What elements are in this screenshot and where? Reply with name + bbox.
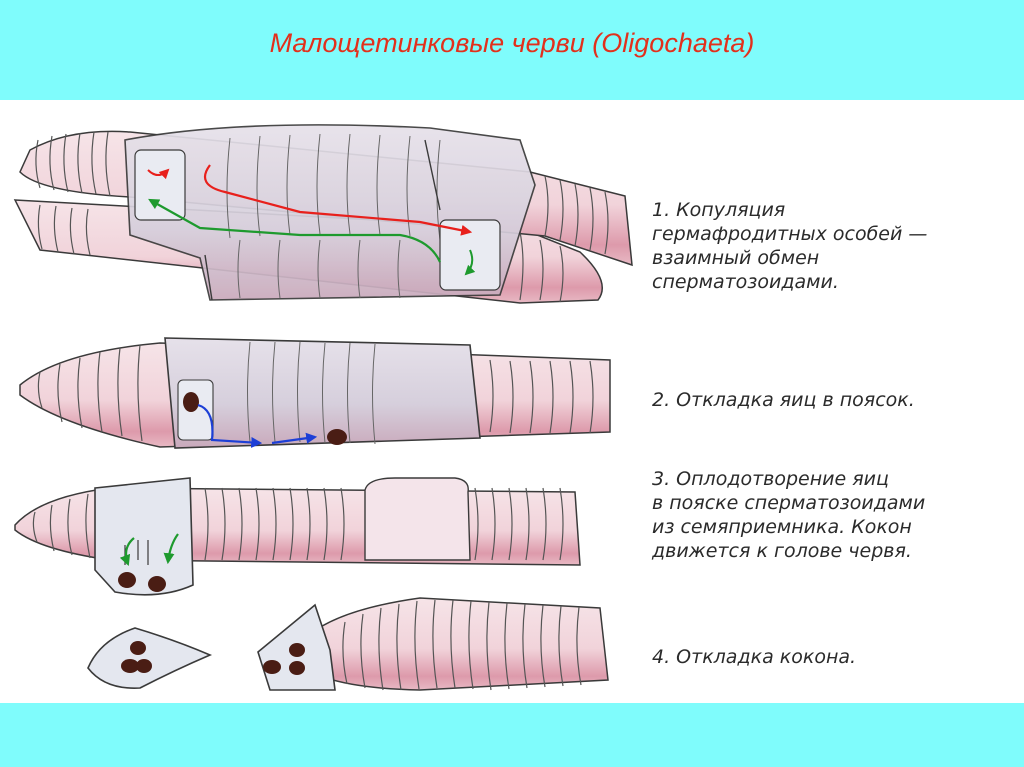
sheath-rings bbox=[226, 133, 441, 299]
footer-band bbox=[0, 703, 1024, 767]
caption-line: 1. Копуляция bbox=[652, 199, 786, 221]
step-4-caption: 4. Откладка кокона. bbox=[652, 645, 856, 669]
stage-3-fertilization bbox=[14, 477, 581, 596]
caption-line: 2. Откладка яиц в поясок. bbox=[652, 389, 915, 411]
egg bbox=[148, 576, 166, 592]
caption-line: гермафродитных особей — bbox=[652, 223, 928, 245]
clitellum-3 bbox=[364, 477, 471, 561]
caption-line: 4. Откладка кокона. bbox=[652, 646, 857, 668]
slide-title: Малощетинковые черви (Oligochaeta) bbox=[269, 28, 755, 58]
caption-line: в пояске сперматозоидами bbox=[652, 492, 926, 514]
egg bbox=[289, 661, 305, 675]
egg bbox=[327, 429, 347, 445]
cocoon bbox=[87, 627, 213, 689]
egg bbox=[289, 643, 305, 657]
caption-line: из семяприемника. Кокон bbox=[652, 516, 912, 538]
egg bbox=[130, 641, 146, 655]
stage-2-egg-laying bbox=[19, 337, 611, 449]
cocoon-forming bbox=[94, 477, 194, 596]
caption-line: движется к голове червя. bbox=[652, 540, 912, 562]
caption-line: взаимный обмен bbox=[652, 247, 820, 269]
stage-1-copulation bbox=[13, 124, 633, 304]
egg bbox=[121, 659, 139, 673]
caption-line: 3. Оплодотворение яиц bbox=[652, 468, 889, 490]
egg-path-blue bbox=[197, 403, 263, 448]
header-band: Малощетинковые черви (Oligochaeta) bbox=[0, 0, 1024, 100]
egg bbox=[136, 659, 152, 673]
sperm-flow-green bbox=[148, 198, 442, 263]
egg bbox=[263, 660, 281, 674]
caption-line: сперматозоидами. bbox=[652, 271, 839, 293]
egg bbox=[183, 392, 199, 412]
egg bbox=[118, 572, 136, 588]
step-2-caption: 2. Откладка яиц в поясок. bbox=[652, 388, 915, 412]
segment-rings bbox=[35, 131, 609, 303]
step-3-caption: 3. Оплодотворение яиц в пояске сперматоз… bbox=[652, 467, 925, 563]
step-1-caption: 1. Копуляция гермафродитных особей — вза… bbox=[652, 198, 927, 294]
sperm-flow-red bbox=[203, 164, 473, 236]
stage-4-cocoon bbox=[87, 597, 609, 691]
